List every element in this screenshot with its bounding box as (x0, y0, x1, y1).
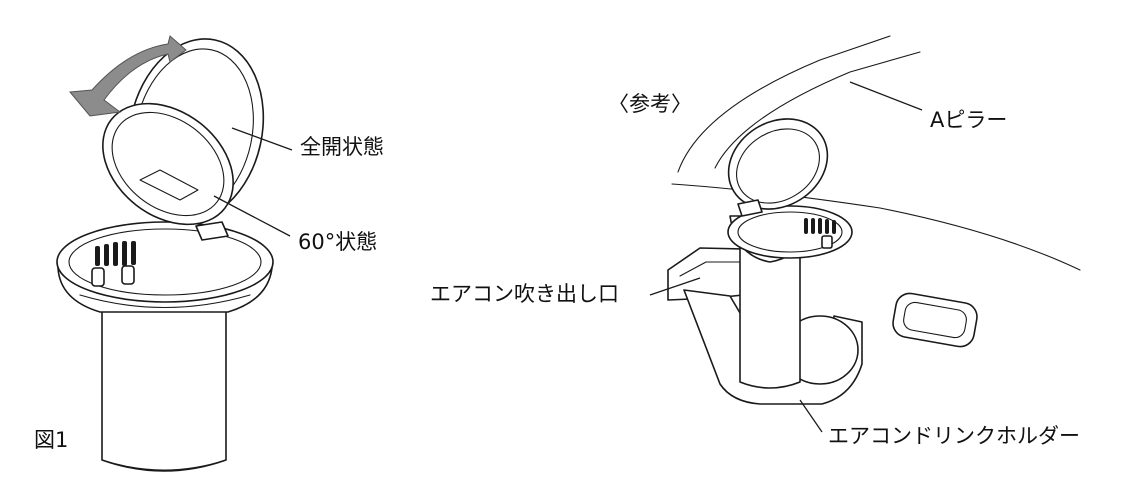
ashtray-illustration (56, 35, 274, 472)
ashtray-rim (56, 221, 274, 303)
label-ac-drink-holder: エアコンドリンクホルダー (828, 424, 1080, 448)
label-full-open: 全開状態 (300, 135, 384, 159)
lid-sixty-degree-inner (111, 111, 225, 217)
cup-post (821, 235, 833, 249)
ashtray-vents (95, 241, 136, 266)
cup-tube (739, 239, 801, 389)
a-pillar-edge-lower (714, 51, 921, 169)
label-sixty-degree: 60°状態 (298, 230, 378, 254)
rotation-arrow (69, 35, 187, 117)
label-ac-vent: エアコン吹き出し口 (430, 282, 619, 306)
cup-hinge (737, 199, 763, 217)
car-interior-illustration (667, 35, 1081, 405)
label-figure: 図1 (34, 428, 69, 452)
a-pillar-edge-upper (677, 35, 891, 173)
cup-rim-inner (737, 211, 843, 253)
leader-sixty-degree (213, 195, 291, 237)
label-a-pillar: Aピラー (930, 108, 1008, 132)
ashtray-rim-inner (68, 228, 262, 296)
label-reference: 〈参考〉 (608, 92, 692, 116)
ashtray-post-right (121, 265, 135, 285)
cup-lid-inner (736, 128, 820, 204)
dashboard-line (671, 183, 1081, 271)
ashtray-tube (101, 304, 227, 472)
dash-slot-inner (903, 301, 967, 339)
ashtray-post-left (91, 267, 105, 287)
leader-drink-holder (799, 399, 823, 433)
leader-a-pillar (849, 81, 923, 111)
ashtray-tube-bottom (101, 459, 227, 471)
leader-ac-vent (649, 277, 701, 296)
cup-vents (804, 218, 836, 234)
ashtray-hinge (195, 221, 229, 241)
ashtray-collar-line (79, 294, 251, 309)
lid-tab (139, 169, 199, 201)
leader-full-open (231, 127, 293, 151)
dash-slot (892, 292, 978, 348)
cup-lid (727, 118, 829, 210)
